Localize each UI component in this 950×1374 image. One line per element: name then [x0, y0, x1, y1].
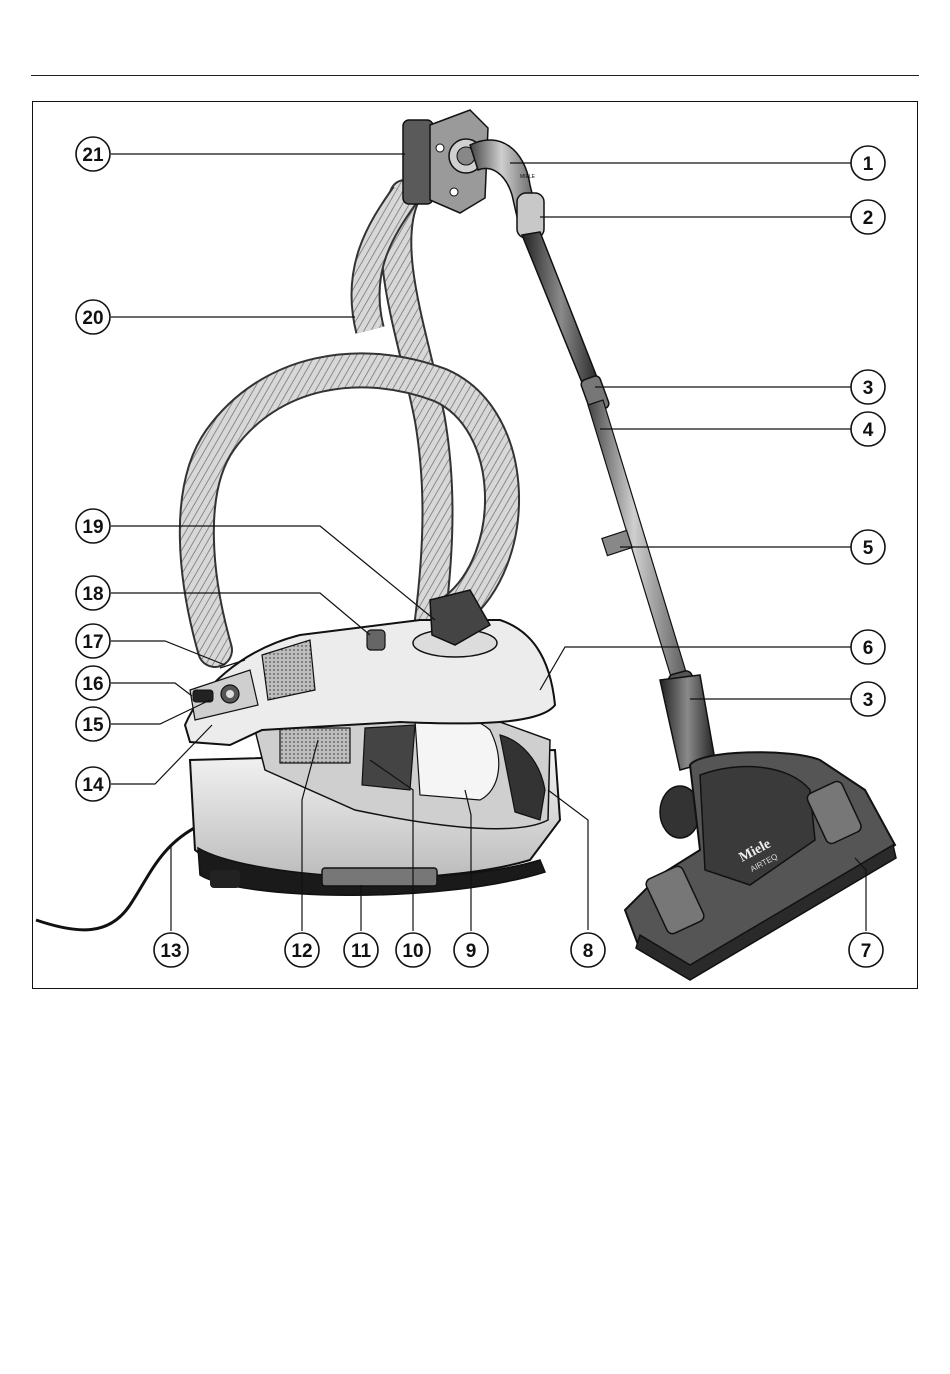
svg-text:15: 15 [82, 715, 104, 736]
callout-5: 5 [851, 530, 885, 564]
svg-text:4: 4 [863, 420, 874, 441]
callout-8: 8 [571, 933, 605, 967]
callout-2: 2 [851, 200, 885, 234]
callout-11: 11 [344, 933, 378, 967]
callout-17: 17 [76, 624, 110, 658]
svg-text:14: 14 [82, 775, 104, 796]
callout-18: 18 [76, 576, 110, 610]
callout-10: 10 [396, 933, 430, 967]
tube-coupling [602, 530, 632, 555]
svg-text:18: 18 [82, 584, 103, 605]
svg-text:12: 12 [291, 941, 312, 962]
dustbag[interactable] [415, 715, 499, 800]
svg-text:8: 8 [583, 941, 594, 962]
callout-21: 21 [76, 137, 110, 171]
lid-release-button[interactable] [367, 630, 385, 650]
svg-text:7: 7 [861, 941, 872, 962]
callout-3-lower: 3 [851, 682, 885, 716]
vacuum-body [185, 590, 560, 895]
motor-protection-filter [280, 728, 350, 763]
svg-text:5: 5 [863, 538, 874, 559]
callout-3-upper: 3 [851, 370, 885, 404]
callout-1: 1 [851, 146, 885, 180]
callout-19: 19 [76, 509, 110, 543]
callout-9: 9 [454, 933, 488, 967]
svg-text:9: 9 [466, 941, 477, 962]
exhaust-filter-slot[interactable] [322, 868, 437, 886]
callout-15: 15 [76, 707, 110, 741]
callout-12: 12 [285, 933, 319, 967]
svg-text:20: 20 [82, 308, 103, 329]
svg-text:13: 13 [160, 941, 181, 962]
svg-text:1: 1 [863, 154, 874, 175]
svg-text:3: 3 [863, 378, 874, 399]
callout-16: 16 [76, 666, 110, 700]
hose-handle: MIELE [403, 110, 544, 238]
callout-14: 14 [76, 767, 110, 801]
svg-text:21: 21 [82, 145, 104, 166]
callout-13: 13 [154, 933, 188, 967]
suction-hose [197, 195, 502, 650]
svg-text:11: 11 [351, 941, 372, 962]
svg-text:17: 17 [82, 632, 103, 653]
callout-7: 7 [849, 933, 883, 967]
svg-text:6: 6 [863, 638, 874, 659]
svg-text:2: 2 [863, 208, 874, 229]
svg-text:16: 16 [82, 674, 103, 695]
svg-text:19: 19 [82, 517, 103, 538]
tube-brand-mark: MIELE [520, 174, 536, 180]
dustbag-holder [362, 725, 415, 790]
svg-text:10: 10 [402, 941, 423, 962]
callout-4: 4 [851, 412, 885, 446]
callout-6: 6 [851, 630, 885, 664]
svg-text:3: 3 [863, 690, 874, 711]
callout-20: 20 [76, 300, 110, 334]
